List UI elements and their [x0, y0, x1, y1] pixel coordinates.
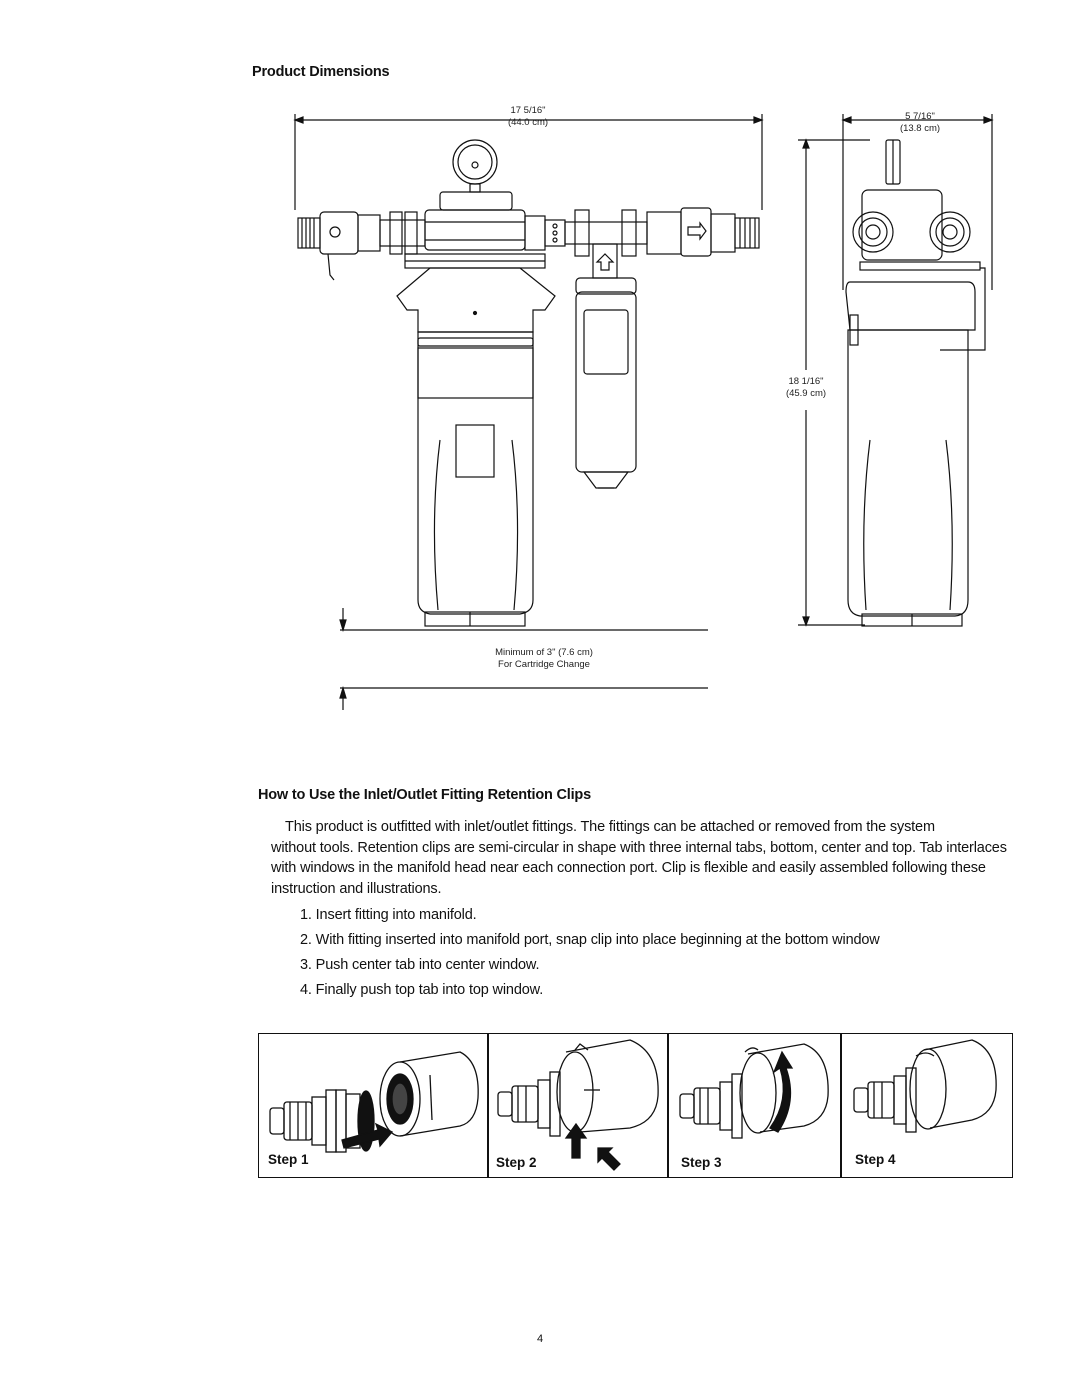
assembled-fitting-icon	[853, 1039, 997, 1133]
depth-dimension: 5 7/16" (13.8 cm)	[880, 111, 960, 135]
depth-inches: 5 7/16"	[905, 111, 935, 122]
panel-divider	[840, 1033, 842, 1178]
curved-arrow-icon	[769, 1050, 794, 1133]
step-3-label: Step 3	[681, 1155, 722, 1170]
panel-divider	[487, 1033, 489, 1178]
step-text-2: 2. With fitting inserted into manifold p…	[300, 932, 880, 948]
step-panels	[258, 1033, 1013, 1178]
intro-line-4: instruction and illustrations.	[271, 880, 442, 897]
step1-cartridge-icon	[379, 1051, 479, 1137]
clearance-line-2: For Cartridge Change	[498, 659, 590, 670]
height-cm: (45.9 cm)	[785, 388, 827, 399]
clearance-note: Minimum of 3" (7.6 cm) For Cartridge Cha…	[454, 647, 634, 671]
height-dimension: 18 1/16" (45.9 cm)	[768, 376, 844, 400]
front-view-drawing	[293, 114, 764, 710]
step2-assembly-icon	[497, 1039, 659, 1137]
step-text-1: 1. Insert fitting into manifold.	[300, 907, 477, 923]
insert-arrow-icon	[341, 1122, 394, 1149]
intro-line-3: with windows in the manifold head near e…	[271, 860, 986, 876]
clips-heading: How to Use the Inlet/Outlet Fitting Rete…	[258, 787, 591, 803]
width-inches: 17 5/16"	[510, 105, 546, 116]
side-view-drawing	[798, 114, 994, 627]
intro-line-2: without tools. Retention clips are semi-…	[271, 839, 1007, 856]
step-text-3: 3. Push center tab into center window.	[300, 957, 540, 973]
depth-cm: (13.8 cm)	[899, 123, 941, 134]
intro-paragraph: This product is outfitted with inlet/out…	[271, 817, 1025, 899]
step3-assembly-icon	[679, 1043, 829, 1139]
clearance-line-1: Minimum of 3" (7.6 cm)	[495, 647, 593, 658]
height-inches: 18 1/16"	[788, 376, 824, 387]
intro-line-1: This product is outfitted with inlet/out…	[285, 819, 935, 835]
width-cm: (44.0 cm)	[507, 117, 549, 128]
push-arrow-icon	[564, 1122, 588, 1159]
dimensions-heading: Product Dimensions	[252, 64, 390, 80]
step-4-label: Step 4	[855, 1152, 896, 1167]
step-2-label: Step 2	[496, 1155, 537, 1170]
step-text-4: 4. Finally push top tab into top window.	[300, 982, 544, 998]
push-arrow-icon	[597, 1147, 621, 1171]
step-1-label: Step 1	[268, 1152, 309, 1167]
page-number: 4	[536, 1333, 544, 1345]
step-illustrations	[269, 1039, 997, 1171]
panel-divider	[667, 1033, 669, 1178]
width-dimension: 17 5/16" (44.0 cm)	[488, 105, 568, 129]
